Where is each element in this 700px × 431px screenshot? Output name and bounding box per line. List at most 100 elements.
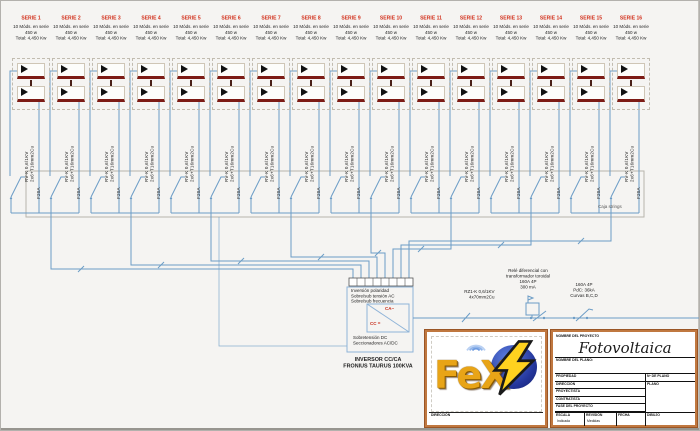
fuse-label: F20A xyxy=(196,187,201,199)
string-total-power: Total: 4,450 Kw xyxy=(255,35,287,41)
string-module-power: 450 w xyxy=(184,29,198,35)
module-connector xyxy=(270,80,272,86)
string-block: SERIE 13 10 Móds. en serie 450 w Total: … xyxy=(491,15,531,225)
pv-module-icon xyxy=(577,63,605,79)
string-total-power: Total: 4,450 Kw xyxy=(535,35,567,41)
wifi-signal-icon xyxy=(466,344,486,352)
string-cable-spec: RV-K 0,6/1KV 2x6+T16mm2Cu xyxy=(304,145,315,182)
fuse-label: F20A xyxy=(276,187,281,199)
info-row: DIRECCIÓN xyxy=(555,382,645,390)
pv-module-icon xyxy=(297,63,325,79)
string-module-power: 450 w xyxy=(504,29,518,35)
fuse-label: F20A xyxy=(556,187,561,199)
pv-string-box xyxy=(212,58,250,110)
fuse-label: F20A xyxy=(396,187,401,199)
module-connector xyxy=(550,80,552,86)
string-module-power: 450 w xyxy=(64,29,78,35)
string-modules-count: 10 Móds. en serie xyxy=(53,24,89,29)
combiner-box xyxy=(25,170,645,218)
pv-module-icon xyxy=(537,63,565,79)
string-block: SERIE 14 10 Móds. en serie 450 w Total: … xyxy=(531,15,571,225)
string-block: SERIE 12 10 Móds. en serie 450 w Total: … xyxy=(451,15,491,225)
pv-module-icon xyxy=(537,86,565,102)
pv-module-icon xyxy=(457,86,485,102)
string-title: SERIE 10 xyxy=(379,15,403,21)
terminal-number xyxy=(391,279,395,283)
string-info: 10 Móds. en serie 450 w Total: 4,450 Kw xyxy=(491,24,531,42)
plan-name-label: NOMBRE DEL PLANO: xyxy=(556,358,593,362)
ac-output-line xyxy=(413,295,699,323)
fuse-label: F20A xyxy=(316,187,321,199)
terminal-number xyxy=(367,279,371,283)
company-logo-panel: FeX DIRECCIÓN xyxy=(424,329,548,428)
terminal-strip xyxy=(348,277,414,287)
inverter-ac-side-label: CA~ xyxy=(385,306,395,311)
string-cable-spec: RV-K 0,6/1KV 2x6+T16mm2Cu xyxy=(264,145,275,182)
string-cable-spec: RV-K 0,6/1KV 2x6+T16mm2Cu xyxy=(184,145,195,182)
string-module-power: 450 w xyxy=(424,29,438,35)
string-title: SERIE 3 xyxy=(101,15,121,21)
string-modules-count: 10 Móds. en serie xyxy=(493,24,529,29)
combiner-label: Caja strings xyxy=(598,204,622,209)
string-title: SERIE 1 xyxy=(21,15,41,21)
inverter-lower-labels: Sobretensión DC Seccionadores AC/DC xyxy=(353,335,398,346)
pv-string-box xyxy=(452,58,490,110)
string-block: SERIE 11 10 Móds. en serie 450 w Total: … xyxy=(411,15,451,225)
string-title: SERIE 9 xyxy=(341,15,361,21)
string-modules-count: 10 Móds. en serie xyxy=(213,24,249,29)
pv-module-icon xyxy=(17,63,45,79)
pv-module-icon xyxy=(257,63,285,79)
string-module-power: 450 w xyxy=(224,29,238,35)
string-modules-count: 10 Móds. en serie xyxy=(453,24,489,29)
fuse-label: F20A xyxy=(116,187,121,199)
string-modules-count: 10 Móds. en serie xyxy=(613,24,649,29)
string-title: SERIE 7 xyxy=(261,15,281,21)
terminal-number xyxy=(383,279,387,283)
string-total-power: Total: 4,450 Kw xyxy=(215,35,247,41)
info-rows: PROPIEDAD DIRECCIÓN PROYECTISTA CONTRATI… xyxy=(555,374,646,412)
info-row: FASE DEL PROYECTO xyxy=(555,404,645,412)
string-title: SERIE 11 xyxy=(420,15,442,21)
logo-footer-label: DIRECCIÓN xyxy=(431,413,451,417)
string-module-power: 450 w xyxy=(624,29,638,35)
pv-module-icon xyxy=(57,63,85,79)
string-block: SERIE 15 10 Móds. en serie 450 w Total: … xyxy=(571,15,611,225)
string-cable-spec: RV-K 0,6/1KV 2x6+T16mm2Cu xyxy=(384,145,395,182)
string-total-power: Total: 4,450 Kw xyxy=(575,35,607,41)
string-cable-spec: RV-K 0,6/1KV 2x6+T16mm2Cu xyxy=(224,145,235,182)
string-cable-spec: RV-K 0,6/1KV 2x6+T16mm2Cu xyxy=(64,145,75,182)
module-connector xyxy=(150,80,152,86)
string-block: SERIE 7 10 Móds. en serie 450 w Total: 4… xyxy=(251,15,291,225)
pv-string-box xyxy=(372,58,410,110)
string-title: SERIE 13 xyxy=(499,15,523,21)
string-total-power: Total: 4,450 Kw xyxy=(615,35,647,41)
terminal-number xyxy=(351,279,355,283)
string-module-power: 450 w xyxy=(584,29,598,35)
pv-string-box xyxy=(532,58,570,110)
pv-module-icon xyxy=(57,86,85,102)
terminal-number xyxy=(407,279,411,283)
fuse-label: F20A xyxy=(596,187,601,199)
info-row: CONTRATISTA xyxy=(555,397,645,405)
string-title: SERIE 2 xyxy=(61,15,81,21)
project-name-value: Fotovoltaica xyxy=(578,339,672,357)
string-modules-count: 10 Móds. en serie xyxy=(333,24,369,29)
bottom-row: ESCALA Indicada REVISIÓN Medidas FECHA D… xyxy=(555,412,695,426)
pv-module-icon xyxy=(337,63,365,79)
pv-module-icon xyxy=(377,86,405,102)
info-row-label: DIRECCIÓN xyxy=(556,381,576,386)
string-module-power: 450 w xyxy=(384,29,398,35)
module-connector xyxy=(70,80,72,86)
string-modules-count: 10 Móds. en serie xyxy=(93,24,129,29)
project-name-label: NOMBRE DEL PROYECTO xyxy=(556,334,600,338)
fuse-label: F20A xyxy=(156,187,161,199)
module-connector xyxy=(630,80,632,86)
fecha-cell: FECHA xyxy=(617,413,646,426)
string-modules-count: 10 Móds. en serie xyxy=(253,24,289,29)
string-info: 10 Móds. en serie 450 w Total: 4,450 Kw xyxy=(451,24,491,42)
pv-module-icon xyxy=(97,63,125,79)
string-cable-spec: RV-K 0,6/1KV 2x6+T16mm2Cu xyxy=(464,145,475,182)
string-block: SERIE 3 10 Móds. en serie 450 w Total: 4… xyxy=(91,15,131,225)
string-total-power: Total: 4,450 Kw xyxy=(15,35,47,41)
string-title: SERIE 12 xyxy=(459,15,483,21)
